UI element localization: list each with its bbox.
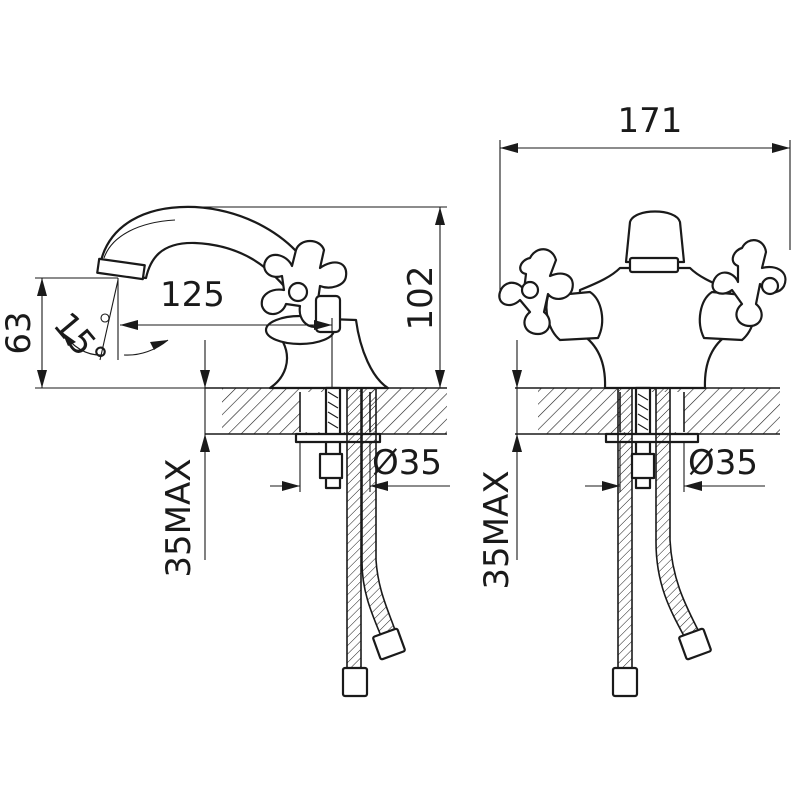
dim-label-diameter-35-side: Ø35 (372, 443, 442, 483)
dimension-35max-side: 35MAX (159, 340, 210, 578)
dim-label-63: 63 (0, 311, 39, 354)
dimension-diameter-35-side: Ø35 (270, 442, 450, 492)
dim-label-125: 125 (160, 275, 225, 315)
dim-label-102: 102 (401, 266, 441, 331)
dimension-102: 102 (195, 206, 447, 388)
side-view: 125 102 63 15° (0, 205, 450, 698)
front-view: 171 Ø35 35MAX (477, 101, 791, 698)
faucet-front-body (498, 210, 787, 390)
dimension-171: 171 (499, 101, 791, 300)
dimension-15-degree: 15° (45, 278, 169, 377)
front-supply (604, 386, 712, 698)
dim-label-35max-side: 35MAX (159, 458, 199, 577)
dim-label-15-degree: 15° (45, 305, 114, 377)
dimension-diameter-35-front: Ø35 (585, 442, 765, 492)
faucet-side-body (96, 205, 390, 390)
dimension-35max-front: 35MAX (477, 340, 522, 590)
dim-label-171: 171 (618, 101, 683, 141)
dim-label-35max-front: 35MAX (477, 470, 517, 589)
dim-label-diameter-35-front: Ø35 (688, 443, 758, 483)
dimension-125: 125 (120, 275, 333, 388)
dimension-63: 63 (0, 277, 205, 389)
